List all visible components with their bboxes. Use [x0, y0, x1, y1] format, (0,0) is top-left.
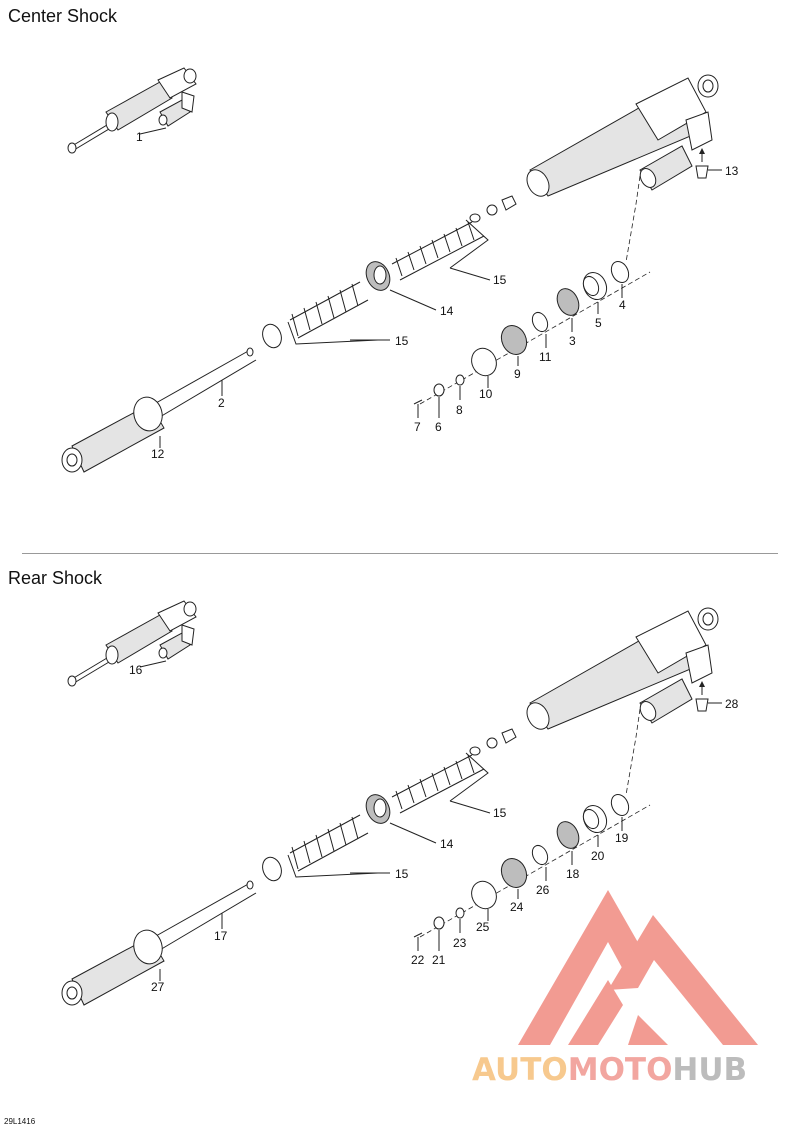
section-divider — [22, 553, 778, 554]
shock-body — [526, 607, 719, 730]
center-shock-assembly — [61, 67, 722, 473]
callout-23: 23 — [453, 936, 467, 950]
callout-15b-rear: 15 — [395, 867, 409, 881]
callout-15a-rear: 15 — [493, 806, 507, 820]
callout-14-rear: 14 — [440, 837, 454, 851]
automotohub-logo-icon — [518, 890, 758, 1045]
fitting-13 — [695, 165, 709, 179]
washer — [262, 323, 282, 349]
shaft-17 — [139, 880, 257, 958]
callout-28: 28 — [725, 697, 739, 711]
automotohub-wordmark: AUTOMOTOHUB — [472, 1052, 747, 1088]
callout-1: 1 — [136, 130, 143, 144]
shaft-2 — [139, 347, 257, 425]
disc-11 — [531, 311, 549, 333]
callout-21: 21 — [432, 953, 446, 967]
callout-16: 16 — [129, 663, 143, 677]
spring-upper — [391, 752, 489, 814]
drawing-code: 29L1416 — [4, 1117, 36, 1126]
callout-25: 25 — [476, 920, 490, 934]
spring-lower — [287, 281, 379, 345]
spring-upper — [391, 219, 489, 281]
spring-seat-14 — [365, 794, 391, 824]
callout-12: 12 — [151, 447, 165, 461]
callout-2: 2 — [218, 396, 225, 410]
piston-3 — [556, 288, 580, 316]
nut-6 — [433, 383, 445, 397]
callout-27: 27 — [151, 980, 165, 994]
callout-17: 17 — [214, 929, 228, 943]
nut — [501, 195, 517, 211]
rear-shock-assembly: 16 17 18 19 20 21 22 23 24 25 26 27 28 1… — [61, 600, 739, 1006]
wordmark-hub: HUB — [672, 1052, 748, 1088]
callout-19: 19 — [615, 831, 629, 845]
callout-3: 3 — [569, 334, 576, 348]
piston-9 — [500, 324, 528, 356]
callout-6: 6 — [435, 420, 442, 434]
center-callouts: 1 2 3 4 5 6 7 8 9 10 11 12 13 14 15 15 — [136, 130, 739, 461]
o-ring-10 — [471, 347, 497, 377]
callout-11: 11 — [539, 350, 552, 364]
assembled-shock-thumbnail — [67, 67, 197, 154]
assembled-shock-thumbnail — [67, 600, 197, 687]
washer — [469, 213, 481, 223]
callout-13: 13 — [725, 164, 739, 178]
callout-24: 24 — [510, 900, 524, 914]
callout-8: 8 — [456, 403, 463, 417]
screw-7 — [413, 399, 423, 405]
spring-seat-14 — [365, 261, 391, 291]
callout-14: 14 — [440, 304, 454, 318]
callout-10: 10 — [479, 387, 493, 401]
callout-9: 9 — [514, 367, 521, 381]
callout-4: 4 — [619, 298, 626, 312]
damper-body-12 — [61, 396, 165, 473]
callout-5: 5 — [595, 316, 602, 330]
center-shock-title: Center Shock — [8, 6, 118, 26]
washer — [486, 204, 498, 216]
callout-18: 18 — [566, 867, 580, 881]
shock-body — [526, 74, 719, 197]
callout-15a: 15 — [493, 273, 507, 287]
o-ring-4 — [610, 260, 630, 284]
wordmark-moto: MOTO — [567, 1052, 673, 1088]
callout-20: 20 — [591, 849, 605, 863]
rear-shock-title: Rear Shock — [8, 568, 103, 588]
callout-26: 26 — [536, 883, 550, 897]
damper-body-27 — [61, 929, 165, 1006]
callout-22: 22 — [411, 953, 425, 967]
spring-lower — [287, 814, 379, 878]
wordmark-auto: AUTO — [472, 1052, 568, 1088]
callout-7: 7 — [414, 420, 421, 434]
callout-15b: 15 — [395, 334, 409, 348]
ring-8 — [455, 374, 465, 386]
